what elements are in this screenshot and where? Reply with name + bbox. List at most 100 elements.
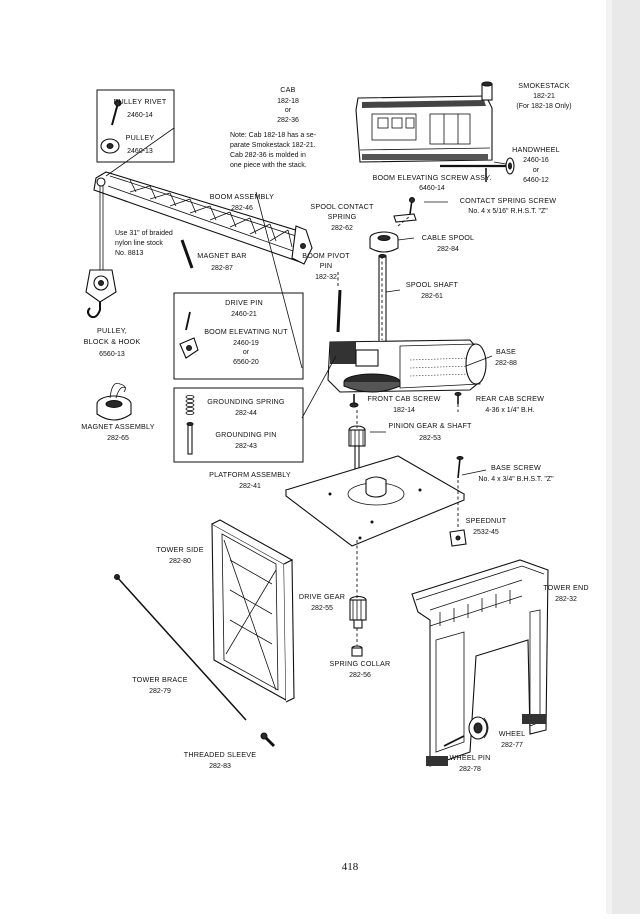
drive-gear-part	[349, 595, 367, 629]
label-magnet-bar: MAGNET BAR	[197, 251, 246, 260]
cab-note-line2: parate Smokestack 182-21.	[230, 142, 316, 149]
label-grounding-pin: GROUNDING PIN	[215, 430, 276, 439]
label-wheel-pin: WHEEL PIN	[449, 753, 490, 762]
label-pulley-rivet-num: 2460-14	[127, 112, 153, 119]
label-smokestack-num: 182-21	[533, 93, 555, 100]
label-spool-shaft-num: 282-61	[421, 293, 443, 300]
label-grounding-spring-num: 282-44	[235, 410, 257, 417]
base-screw-part	[456, 456, 464, 479]
label-cable-spool: CABLE SPOOL	[422, 233, 475, 242]
pulley-block-hook-part	[85, 269, 117, 319]
label-tower-end-num: 282-32	[555, 596, 577, 603]
label-wheel-num: 282-77	[501, 742, 523, 749]
label-boom-pivot-pin-num: 182-32	[315, 274, 337, 281]
label-platform-assembly-num: 282-41	[239, 483, 261, 490]
label-contact-spring-screw: CONTACT SPRING SCREW	[460, 196, 556, 205]
label-front-cab-screw: FRONT CAB SCREW	[367, 394, 440, 403]
boom-elevating-nut-part	[179, 337, 199, 359]
label-threaded-sleeve-num: 282-83	[209, 763, 231, 770]
label-cable-spool-num: 282-84	[437, 246, 459, 253]
label-tower-brace: TOWER BRACE	[132, 675, 188, 684]
pulley-rivet-part	[111, 99, 122, 126]
wheel-part	[468, 716, 489, 740]
label-pulley-rivet: PULLEY RIVET	[113, 97, 166, 106]
cab-note-line1: Note: Cab 182-18 has a se-	[230, 132, 317, 139]
cab-note-line3: Cab 282-36 is molded in	[230, 152, 306, 159]
base-gear-part	[343, 373, 401, 393]
front-cab-screw-part	[349, 394, 359, 408]
leader-lines	[105, 127, 507, 476]
page-edge-shadow-inner	[606, 0, 612, 914]
label-cab-or: or	[285, 107, 292, 114]
label-boom-elevating-nut-num1: 2460-19	[233, 340, 259, 347]
platform-assembly-part	[284, 455, 466, 547]
cable-spool-part	[369, 231, 399, 253]
label-drive-gear: DRIVE GEAR	[299, 592, 345, 601]
handwheel-part	[505, 157, 515, 175]
label-spring-collar: SPRING COLLAR	[330, 659, 391, 668]
label-smokestack: SMOKESTACK	[518, 81, 569, 90]
label-spool-shaft: SPOOL SHAFT	[406, 280, 459, 289]
label-spring-collar-num: 282-56	[349, 672, 371, 679]
label-base: BASE	[496, 347, 516, 356]
spool-contact-spring-part	[393, 213, 417, 223]
assembly-line-contact	[397, 215, 411, 227]
label-grounding-pin-num: 282-43	[235, 443, 257, 450]
boom-assembly-part	[93, 171, 313, 265]
label-magnet-bar-num: 282-87	[211, 265, 233, 272]
label-boom-assembly-num: 282-46	[231, 205, 253, 212]
label-drive-pin-num: 2460-21	[231, 311, 257, 318]
cab-note-line4: one piece with the stack.	[230, 162, 307, 169]
label-tower-brace-num: 282-79	[149, 688, 171, 695]
label-handwheel-num2: 6460-12	[523, 177, 549, 184]
label-rear-cab-screw-spec: 4-36 x 1/4" B.H.	[485, 407, 534, 414]
pinion-gear-shaft-part	[348, 425, 366, 483]
rear-cab-screw-part	[454, 392, 462, 404]
label-pinion-gear-shaft-num: 282-53	[419, 435, 441, 442]
tower-brace-part	[114, 574, 247, 721]
label-platform-assembly: PLATFORM ASSEMBLY	[209, 470, 291, 479]
grounding-inset-box	[173, 387, 304, 463]
label-pulley-block-hook-1: PULLEY,	[97, 326, 127, 335]
label-grounding-spring: GROUNDING SPRING	[207, 397, 285, 406]
label-smokestack-note: (For 182-18 Only)	[516, 103, 571, 110]
cab-part	[355, 95, 493, 163]
label-tower-side: TOWER SIDE	[156, 545, 203, 554]
label-boom-elevating-nut-num2: 6560-20	[233, 359, 259, 366]
pulley-inset-box	[96, 89, 175, 163]
speednut-part	[449, 529, 467, 547]
magnet-assembly-part	[96, 382, 132, 421]
spool-shaft-part	[378, 254, 387, 345]
drive-pin-nut-inset-box	[173, 292, 304, 380]
label-cab-num2: 282-36	[277, 117, 299, 124]
spring-collar-part	[351, 645, 363, 657]
drive-pin-part	[185, 311, 191, 331]
label-wheel: WHEEL	[499, 729, 526, 738]
pulley-part	[100, 138, 120, 154]
nylon-note-line2: nylon line stock	[115, 240, 163, 247]
label-boom-elevating-nut-or: or	[243, 349, 250, 356]
label-base-screw: BASE SCREW	[491, 463, 541, 472]
label-pulley-num: 2460-13	[127, 148, 153, 155]
label-boom-pivot-pin-1: BOOM PIVOT	[302, 251, 350, 260]
label-pulley: PULLEY	[126, 133, 155, 142]
label-speednut-num: 2532-45	[473, 529, 499, 536]
wheel-pin-part	[443, 735, 465, 747]
label-pinion-gear-shaft: PINION GEAR & SHAFT	[388, 421, 472, 430]
label-boom-pivot-pin-2: PIN	[320, 261, 333, 270]
base-part	[327, 339, 487, 393]
grounding-spring-part	[185, 394, 195, 415]
smokestack-part	[481, 81, 493, 101]
page-edge-shadow	[612, 0, 640, 914]
label-magnet-assembly-num: 282-65	[107, 435, 129, 442]
label-spool-contact-spring-num: 282-62	[331, 225, 353, 232]
label-drive-gear-num: 282-55	[311, 605, 333, 612]
label-handwheel-num1: 2460-16	[523, 157, 549, 164]
grounding-pin-part	[186, 422, 194, 455]
label-speednut: SPEEDNUT	[466, 516, 507, 525]
label-handwheel-or: or	[533, 167, 540, 174]
threaded-sleeve-part	[260, 732, 276, 748]
magnet-bar-part	[180, 239, 194, 269]
